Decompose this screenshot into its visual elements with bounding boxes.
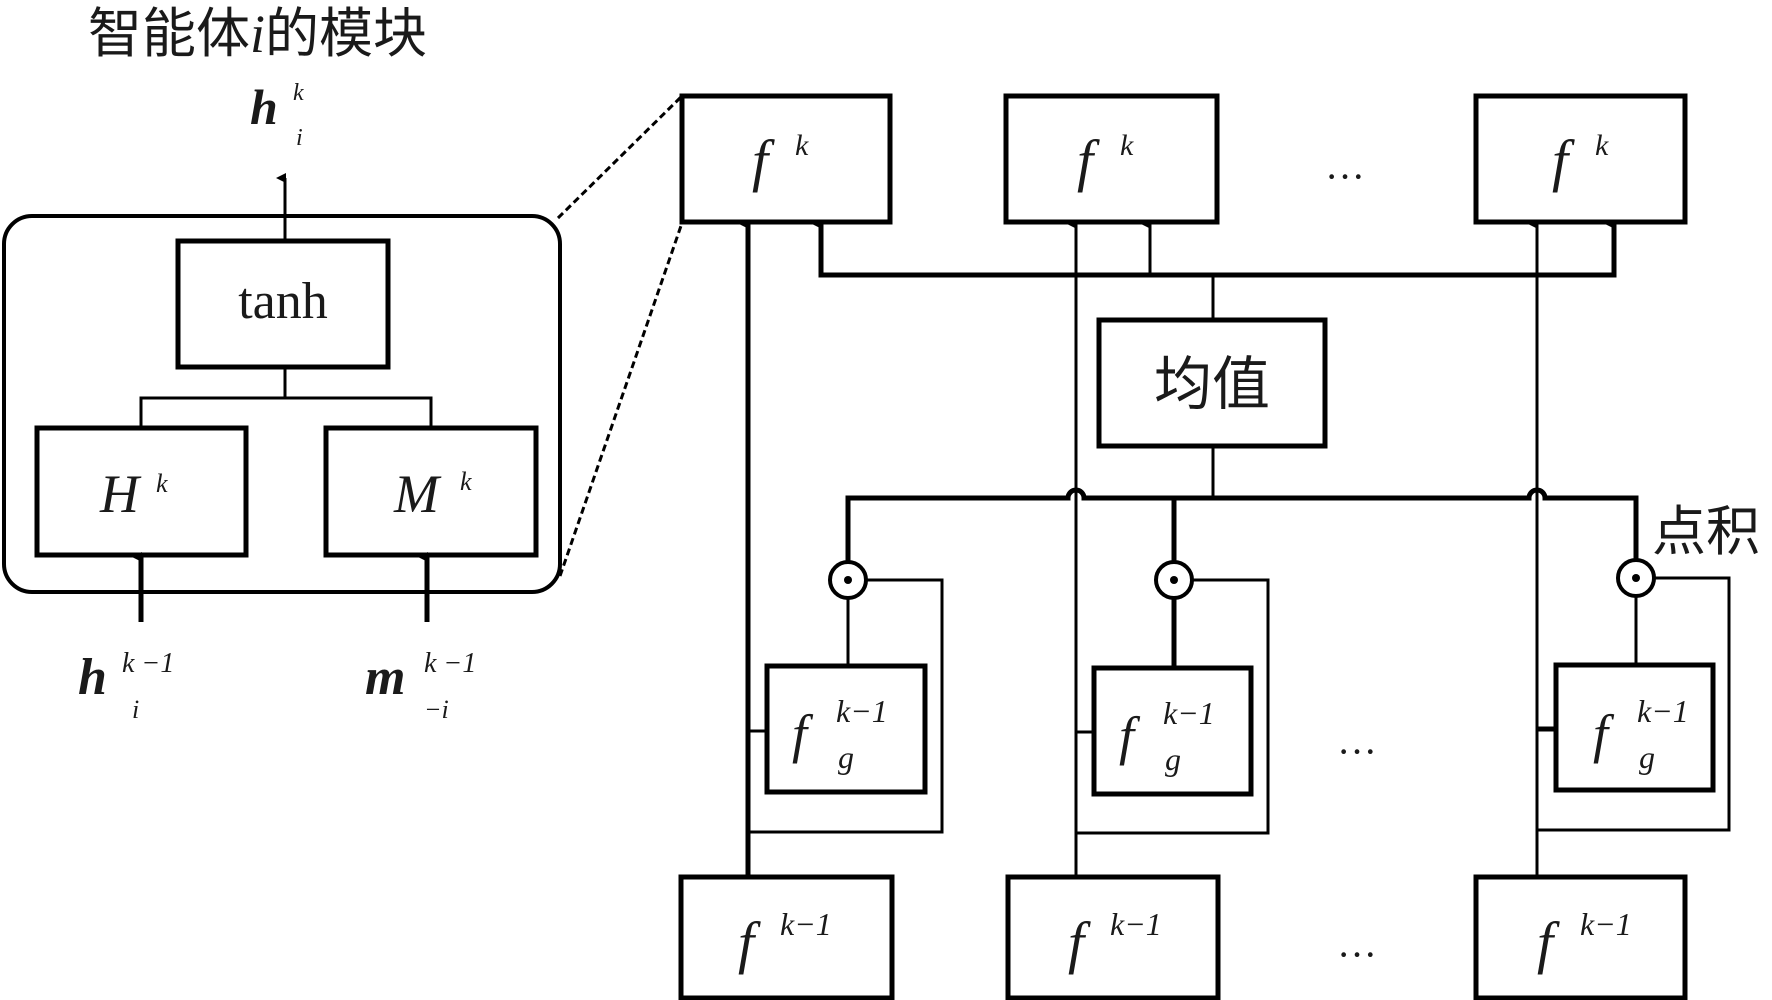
input-h-label: h k −1 i xyxy=(78,648,174,724)
input-h-sup: k −1 xyxy=(122,648,174,679)
gate-loop xyxy=(748,578,944,834)
top-box-1: f k xyxy=(679,93,893,225)
bottom-ellipsis: ··· xyxy=(1337,932,1377,977)
tanh-box: tanh xyxy=(175,238,391,370)
output-sup: k xyxy=(293,80,304,106)
mean-broadcast-line xyxy=(818,224,1617,278)
bottom-box-2: f k−1 xyxy=(1005,874,1221,1000)
top-box-3: f k xyxy=(1473,93,1688,225)
H-box: H k xyxy=(34,425,249,558)
H-label-base: H xyxy=(99,464,142,524)
gate-sup: k−1 xyxy=(1163,695,1215,731)
gate-loop xyxy=(1076,578,1270,835)
module-title-post: 的模块 xyxy=(265,4,427,64)
M-label-base: M xyxy=(393,464,442,524)
gate-box xyxy=(1553,662,1716,793)
gate-sub: g xyxy=(838,739,854,775)
gate-column-2: f k−1 g xyxy=(1076,560,1270,835)
input-m-label: m k −1 −i xyxy=(365,648,476,724)
mean-label: 均值 xyxy=(1154,352,1270,417)
mean-box: 均值 xyxy=(1096,317,1328,449)
gate-sup: k−1 xyxy=(836,693,888,729)
top-box-2: f k xyxy=(1003,93,1220,225)
output-base: h xyxy=(250,79,278,135)
gate-sub: g xyxy=(1639,739,1655,775)
dot-product-label: 点积 xyxy=(1652,502,1760,562)
bottom-box-sup: k−1 xyxy=(1580,906,1632,942)
bottom-box-3: f k−1 xyxy=(1473,874,1688,1000)
input-m-sub: −i xyxy=(424,695,449,724)
gate-column-3: f k−1 g xyxy=(1537,558,1731,832)
module-container xyxy=(2,214,562,594)
module-title-pre: 智能体 xyxy=(88,4,250,64)
gate-column-1: f k−1 g xyxy=(748,560,944,834)
input-h-sub: i xyxy=(132,695,139,724)
dot-product-center xyxy=(844,576,852,584)
gate-sup: k−1 xyxy=(1637,693,1689,729)
output-sub: i xyxy=(296,125,303,151)
zoom-guide-top xyxy=(556,94,684,220)
top-box-sup: k xyxy=(795,129,809,162)
dot-product-center xyxy=(1170,576,1178,584)
gate-box xyxy=(1091,665,1254,797)
input-m-sup: k −1 xyxy=(424,648,476,679)
gather-bus xyxy=(845,487,1639,580)
module-output-label: h k i xyxy=(250,79,304,151)
M-box: M k xyxy=(323,425,539,558)
gate-loop xyxy=(1537,576,1731,832)
bottom-box-sup: k−1 xyxy=(780,906,832,942)
top-box-sup: k xyxy=(1595,129,1609,162)
input-h-base: h xyxy=(78,649,107,706)
middle-ellipsis: ··· xyxy=(1337,729,1377,774)
M-label-sup: k xyxy=(460,467,472,496)
module-title: 智能体i的模块 xyxy=(88,4,427,64)
svg-text:智能体i的模块: 智能体i的模块 xyxy=(88,4,427,64)
input-m-base: m xyxy=(365,649,405,706)
bottom-box-1: f k−1 xyxy=(678,874,895,1000)
gate-sub: g xyxy=(1165,741,1181,777)
bottom-box-sup: k−1 xyxy=(1110,906,1162,942)
top-box-sup: k xyxy=(1120,129,1134,162)
dot-product-center xyxy=(1632,574,1640,582)
module-title-var: i xyxy=(250,4,265,64)
tanh-label: tanh xyxy=(238,273,328,330)
top-ellipsis: ··· xyxy=(1325,154,1365,199)
H-label-sup: k xyxy=(156,469,168,498)
hm-connector xyxy=(139,396,433,428)
zoom-guide-bottom xyxy=(558,222,684,577)
gate-box xyxy=(764,663,928,795)
